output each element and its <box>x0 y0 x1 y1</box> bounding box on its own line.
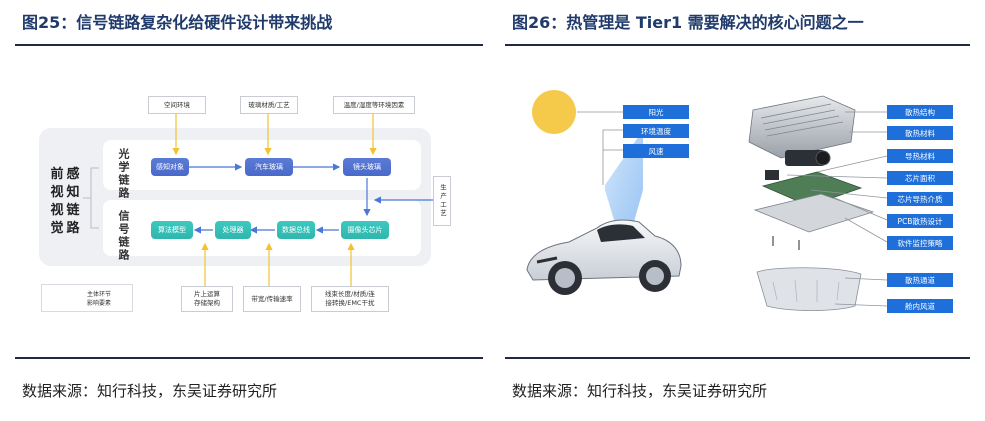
optical-chain-label: 光学链路 <box>117 148 130 200</box>
factor-on-chip-compute-storage: 片上运算 存储架构 <box>181 286 233 312</box>
factor-production-process: 生产工艺 <box>433 176 451 226</box>
tag-chip-area: 芯片面积 <box>887 171 953 185</box>
left-bottom-rule <box>15 357 483 359</box>
sun-icon <box>532 90 576 134</box>
node-camera-chip: 摄像头芯片 <box>341 221 389 239</box>
node-car-glass: 汽车玻璃 <box>245 158 293 176</box>
main-label-char: 觉 <box>50 221 64 236</box>
tag-heat-channel: 散热通道 <box>887 273 953 287</box>
car-illustration <box>526 219 682 295</box>
tag-heat-dissipation-structure: 散热结构 <box>887 105 953 119</box>
main-label-char: 视 <box>50 203 64 218</box>
factor-temperature-humidity: 温度/湿度等环境因素 <box>333 96 415 114</box>
figure-26-title: 图26：热管理是 Tier1 需要解决的核心问题之一 <box>512 13 864 32</box>
node-lens-glass: 镜头玻璃 <box>343 158 391 176</box>
node-data-bus: 数据总线 <box>277 221 315 239</box>
main-label-char: 前 <box>50 167 64 182</box>
main-label-char: 链 <box>66 203 80 218</box>
factor-glass-material: 玻璃材质/工艺 <box>240 96 298 114</box>
legend-main-link: 主体环节 <box>87 291 112 298</box>
heat-sink-cover <box>748 95 856 159</box>
node-algorithm-model: 算法模型 <box>151 221 193 239</box>
right-title-rule <box>505 44 970 46</box>
figure-25-title: 图25：信号链路复杂化给硬件设计带来挑战 <box>22 13 333 32</box>
factor-spatial-environment: 空间环境 <box>148 96 206 114</box>
thermal-management-diagram: 阳光 环境温度 风速 散热结构 散热材料 导热材料 芯片面积 芯片导热介质 PC… <box>505 50 970 350</box>
camera-module <box>765 150 831 180</box>
tag-chip-thermal-medium: 芯片导热介质 <box>887 192 953 206</box>
diagram-connectors <box>47 112 433 306</box>
legend-influence-factor: 影响要素 <box>87 300 112 307</box>
tag-wind-speed: 风速 <box>623 144 689 158</box>
tag-thermal-conductive-material: 导热材料 <box>887 149 953 163</box>
main-label-char: 视 <box>50 185 64 200</box>
air-duct <box>756 267 862 311</box>
base-housing <box>753 193 875 250</box>
factor-bandwidth: 带宽/传输速率 <box>243 286 301 312</box>
left-title-rule <box>15 44 483 46</box>
right-source-note: 数据来源：知行科技，东吴证券研究所 <box>512 382 768 400</box>
legend <box>41 284 133 312</box>
main-label-char: 知 <box>66 185 80 200</box>
signal-chain-label: 信号链路 <box>117 210 130 262</box>
tag-cabin-air-duct: 舱内风道 <box>887 299 953 313</box>
node-processor: 处理器 <box>215 221 251 239</box>
thermal-illustration <box>526 90 888 311</box>
tag-ambient-temperature: 环境温度 <box>623 124 689 138</box>
tag-pcb-heat-design: PCB散热设计 <box>887 214 953 228</box>
node-perception-object: 感知对象 <box>151 158 189 176</box>
front-vision-chain-label: 前 感 视 知 视 链 觉 路 <box>47 166 83 238</box>
main-label-char: 路 <box>66 221 80 236</box>
left-source-note: 数据来源：知行科技，东吴证券研究所 <box>22 382 278 400</box>
main-label-char: 感 <box>66 167 80 182</box>
tag-software-monitoring: 软件监控策略 <box>887 236 953 250</box>
right-bottom-rule <box>505 357 970 359</box>
signal-chain-diagram: 前 感 视 知 视 链 觉 路 光学链路 信号链路 <box>15 50 483 350</box>
tag-heat-dissipation-material: 散热材料 <box>887 126 953 140</box>
tag-sunlight: 阳光 <box>623 105 689 119</box>
pcb-board <box>761 171 863 207</box>
factor-harness-emc: 线束长度/材质/连 接转换/EMC干扰 <box>311 286 389 312</box>
